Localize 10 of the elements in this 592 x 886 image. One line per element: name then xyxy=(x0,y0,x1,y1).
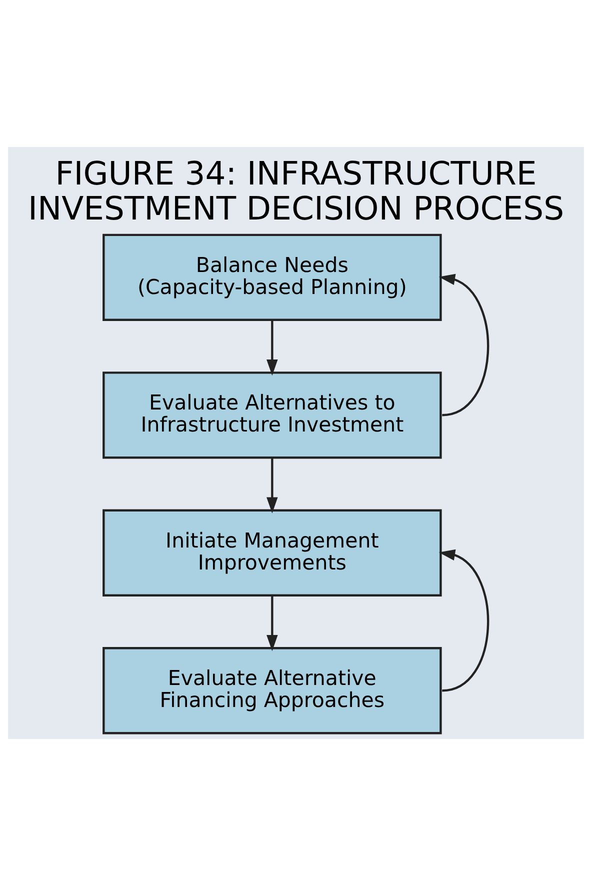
node-box: Evaluate Alternative Financing Approaches xyxy=(102,647,442,734)
node-box: Evaluate Alternatives to Infrastructure Investment xyxy=(102,372,442,459)
diagram-title: FIGURE 34: INFRASTRUCTURE INVESTMENT DECISION PROCESS xyxy=(28,154,564,228)
node-box: Balance Needs (Capacity-based Planning) xyxy=(102,234,442,322)
arrow xyxy=(266,320,278,376)
arrow xyxy=(438,274,489,416)
arrow xyxy=(266,596,278,652)
arrow xyxy=(438,549,489,692)
arrow xyxy=(266,458,278,514)
node-box: Initiate Management Improvements xyxy=(102,509,442,596)
